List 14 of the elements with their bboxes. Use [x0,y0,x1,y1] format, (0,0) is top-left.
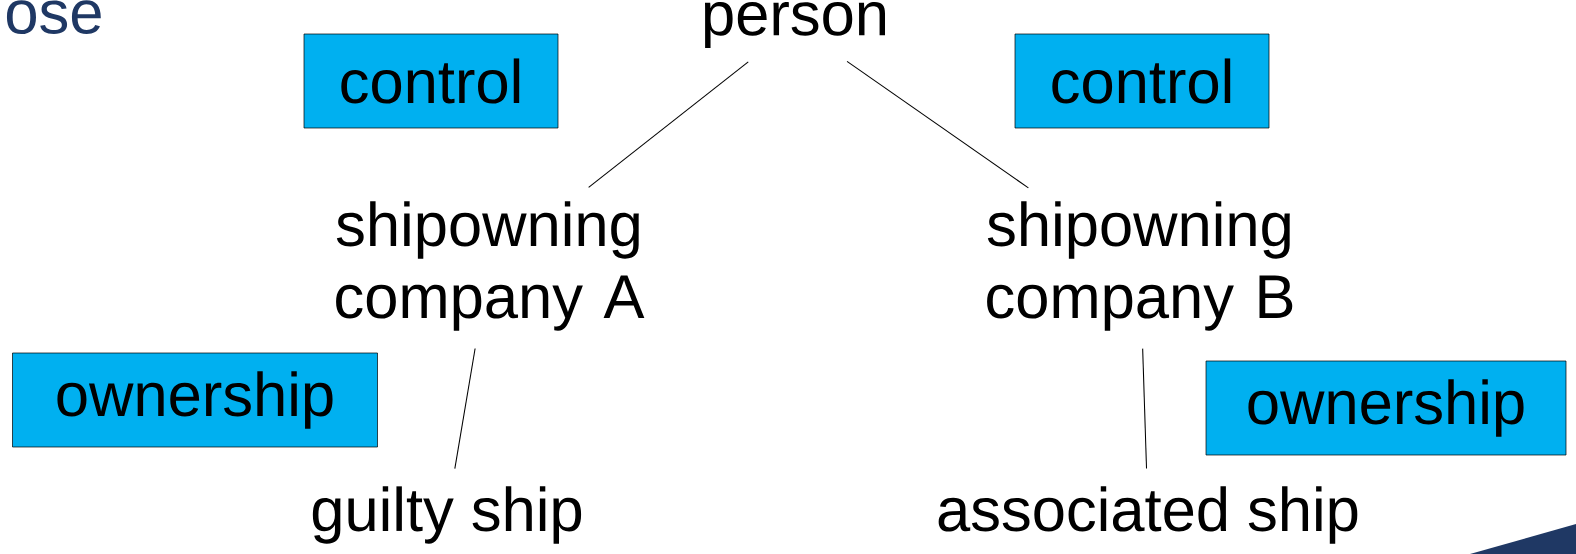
label-box: ownership [1205,360,1567,456]
node-text: shipowning company A [336,201,645,331]
node-text: guilty ship [312,486,582,544]
connector-line [846,60,1029,189]
label-box: control [1014,33,1270,129]
connector-line [454,347,476,470]
title-fragment: ose [6,0,101,35]
node-text: associated ship [938,486,1358,544]
connector-line [1142,348,1148,469]
label-box: ownership [12,352,378,448]
label-box: control [303,33,559,129]
connector-line [588,61,749,188]
node-text: person [704,2,885,48]
node-text: shipowning company B [987,201,1293,331]
